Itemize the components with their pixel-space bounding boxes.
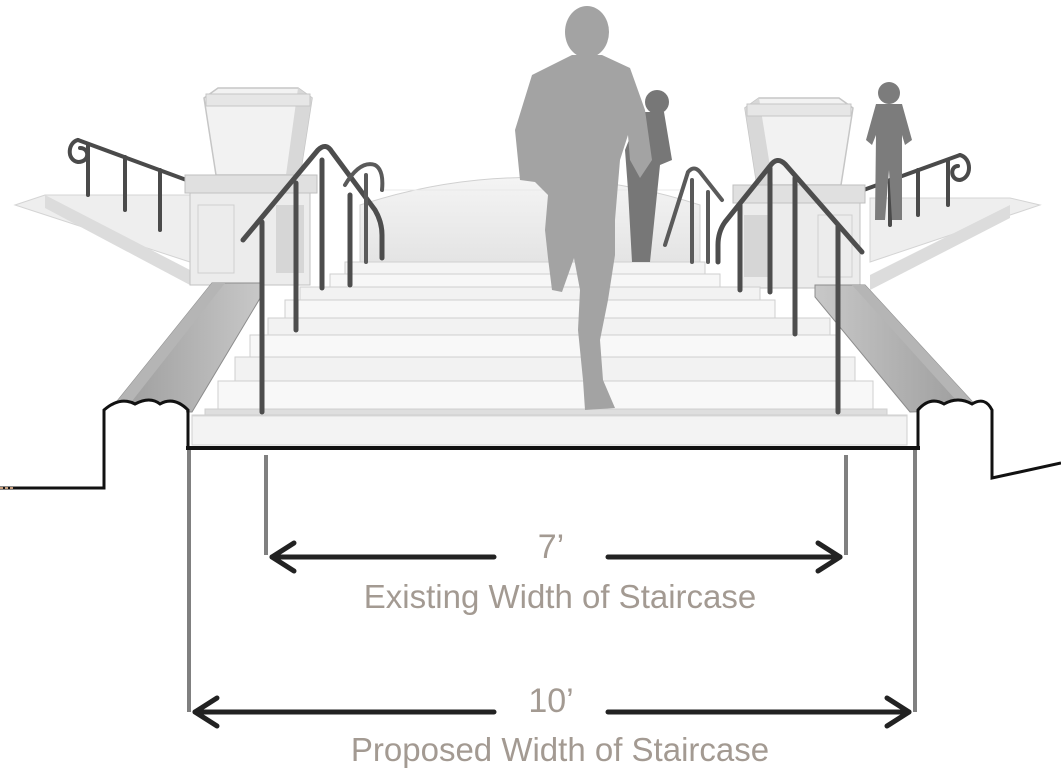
ground-profile-left [0, 398, 190, 490]
proposed-width-value: 10’ [528, 682, 574, 720]
proposed-width-label: Proposed Width of Staircase [350, 731, 770, 768]
left-side-landing [13, 194, 191, 285]
left-side-handrail [67, 138, 202, 232]
existing-width-value: 7’ [537, 528, 565, 566]
person-silhouette-standing [866, 82, 912, 220]
left-pier [184, 87, 318, 286]
left-inner-handrail [343, 162, 385, 264]
ground-profile-right [916, 398, 1061, 480]
proposed-width-arrow [192, 695, 912, 729]
right-front-handrail [715, 158, 865, 415]
existing-width-arrow [269, 540, 843, 574]
right-pier [732, 97, 866, 289]
person-silhouette-runner [515, 6, 652, 410]
extension-lines [187, 450, 917, 712]
right-side-handrail [856, 153, 971, 227]
right-inner-handrail [663, 166, 724, 264]
left-front-handrail [240, 144, 385, 415]
existing-width-label: Existing Width of Staircase [363, 578, 757, 615]
right-side-landing [869, 197, 1042, 290]
stair-steps [191, 261, 908, 446]
